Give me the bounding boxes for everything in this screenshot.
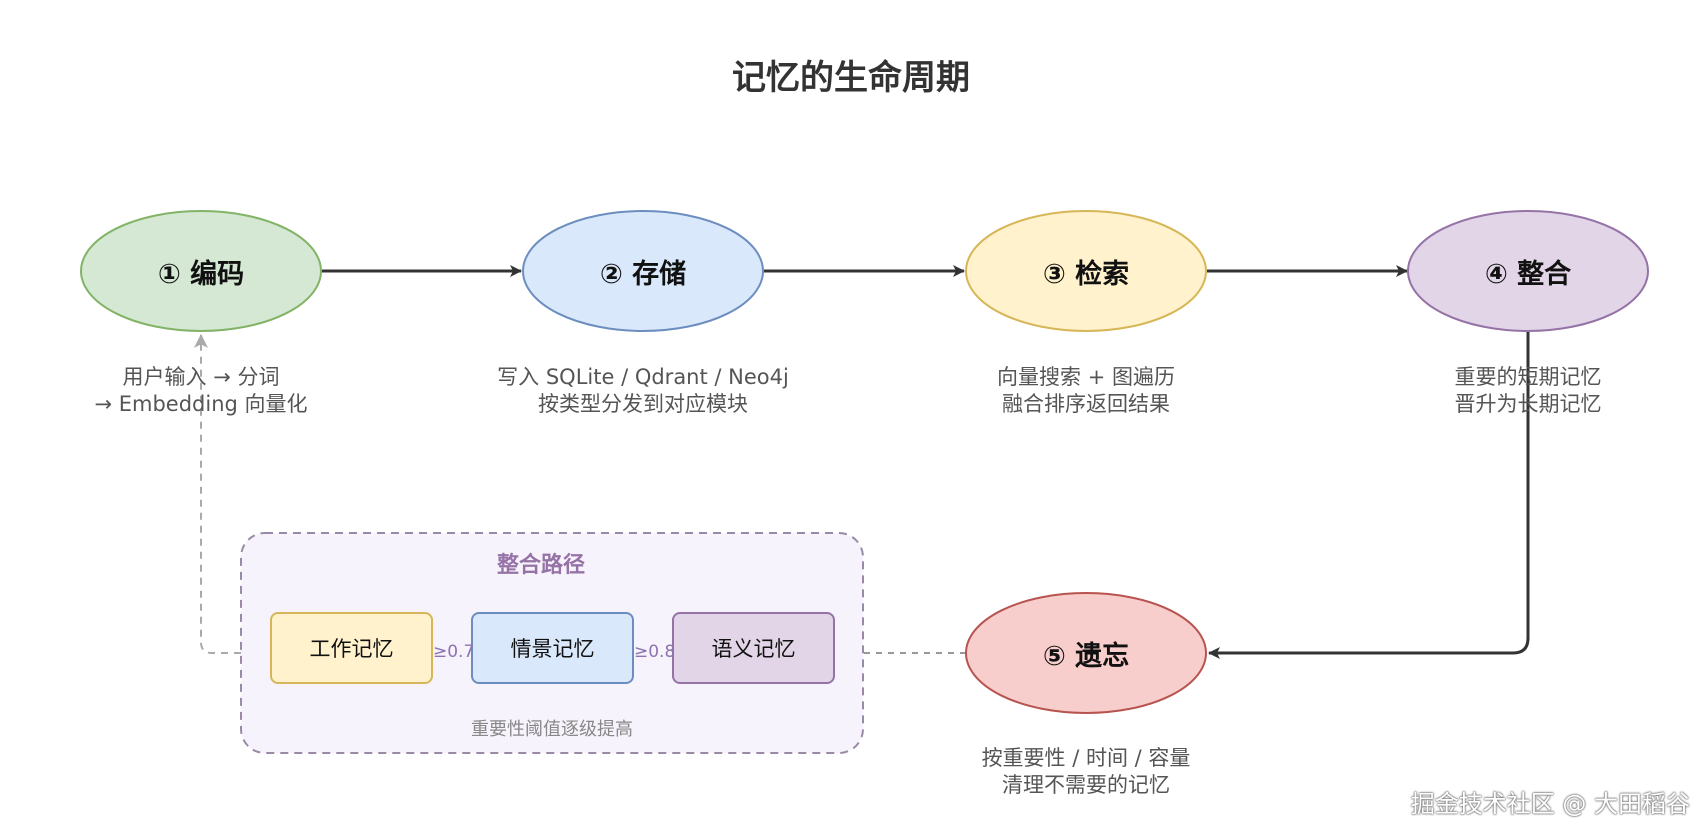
watermark: 掘金技术社区 @ 大田稻谷 — [1410, 790, 1690, 818]
feedback-arrow-to-encode — [194, 333, 241, 654]
consolidation-group-note: 重要性阈值逐级提高 — [471, 719, 633, 740]
stage-consolidate-desc-line: 重要的短期记忆 — [1454, 365, 1602, 389]
stage-store-label: ② 存储 — [599, 258, 687, 290]
stage-consolidate-label: ④ 整合 — [1484, 258, 1572, 290]
diagram-title: 记忆的生命周期 — [732, 58, 970, 98]
stage-retrieve-desc-line: 向量搜索 + 图遍历 — [997, 365, 1175, 389]
stage-forget-desc-line: 清理不需要的记忆 — [1002, 773, 1170, 797]
threshold-episodic-to-semantic: ≥0.8 — [634, 642, 676, 662]
tier-semantic-label: 语义记忆 — [711, 637, 796, 661]
stage-encode-label: ① 编码 — [157, 258, 245, 290]
stage-retrieve-label: ③ 检索 — [1042, 258, 1130, 290]
tier-semantic-box — [672, 612, 835, 684]
threshold-working-to-episodic: ≥0.7 — [433, 642, 475, 662]
stage-encode-ellipse — [80, 210, 322, 332]
stage-encode-description: 用户输入 → 分词 → Embedding 向量化 — [51, 364, 351, 418]
stage-forget-label: ⑤ 遗忘 — [1042, 640, 1130, 672]
stage-retrieve-description: 向量搜索 + 图遍历 融合排序返回结果 — [936, 364, 1236, 418]
stage-retrieve-desc-line: 融合排序返回结果 — [1002, 392, 1170, 416]
tier-working-label: 工作记忆 — [309, 637, 394, 661]
stage-retrieve-ellipse — [965, 210, 1207, 332]
stage-encode-desc-line: 用户输入 → 分词 — [122, 365, 280, 389]
stage-forget-desc-line: 按重要性 / 时间 / 容量 — [981, 746, 1191, 770]
tier-working-box — [270, 612, 433, 684]
stage-consolidate-description: 重要的短期记忆 晋升为长期记忆 — [1378, 364, 1678, 418]
consolidation-group-title: 整合路径 — [496, 553, 585, 578]
stage-store-desc-line: 写入 SQLite / Qdrant / Neo4j — [497, 365, 789, 389]
stage-consolidate-ellipse — [1407, 210, 1649, 332]
stage-forget-description: 按重要性 / 时间 / 容量 清理不需要的记忆 — [936, 745, 1236, 799]
stage-consolidate-desc-line: 晋升为长期记忆 — [1454, 392, 1602, 416]
stage-store-ellipse — [522, 210, 764, 332]
tier-episodic-label: 情景记忆 — [510, 637, 595, 661]
stage-forget-ellipse — [965, 592, 1207, 714]
arrow-consolidate-to-forget — [1208, 331, 1530, 659]
stage-store-description: 写入 SQLite / Qdrant / Neo4j 按类型分发到对应模块 — [473, 364, 813, 418]
tier-episodic-box — [471, 612, 634, 684]
stage-encode-desc-line: → Embedding 向量化 — [94, 392, 308, 416]
stage-store-desc-line: 按类型分发到对应模块 — [538, 392, 748, 416]
